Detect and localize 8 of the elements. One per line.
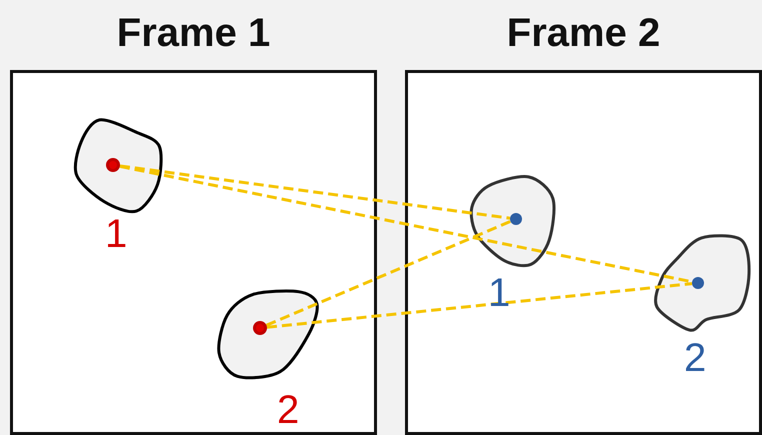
frame-title: Frame 1 [116, 10, 272, 57]
cell-number: 2 [684, 338, 706, 378]
match-line [266, 220, 512, 327]
cell-number: 1 [105, 214, 128, 254]
cell-number: 2 [277, 390, 300, 430]
frame-title: Frame 2 [506, 10, 662, 57]
match-line [266, 282, 692, 329]
match-line [120, 164, 510, 220]
